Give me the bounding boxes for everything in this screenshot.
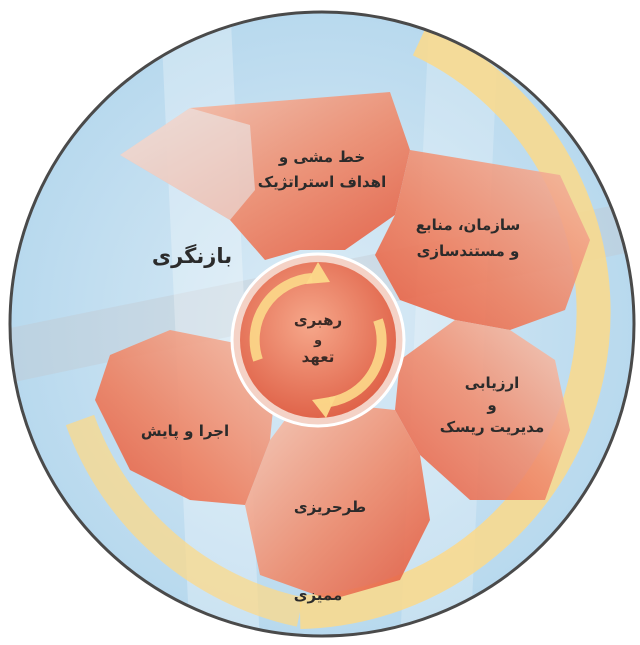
center-label-line1: رهبری [294,311,342,329]
planning-label: طرحریزی [294,498,366,516]
organization-label-line1: سازمان، منابع [416,216,521,234]
center-label-line2: و [313,333,322,348]
policy-label-line2: اهداف استراتژیک [258,173,386,191]
audit-label: ممیزی [294,586,343,604]
center-label-line3: تعهد [302,348,335,366]
policy-label-line1: خط مشی و [278,148,365,166]
risk-label-line2: و [486,396,496,414]
implementation-label: اجرا و پایش [141,422,229,441]
organization-label-line2: و مستندسازی [417,242,520,260]
review-label: بازنگری [152,243,232,268]
risk-label-line1: ارزیابی [465,374,520,392]
risk-label-line3: مدیریت ریسک [440,418,545,436]
